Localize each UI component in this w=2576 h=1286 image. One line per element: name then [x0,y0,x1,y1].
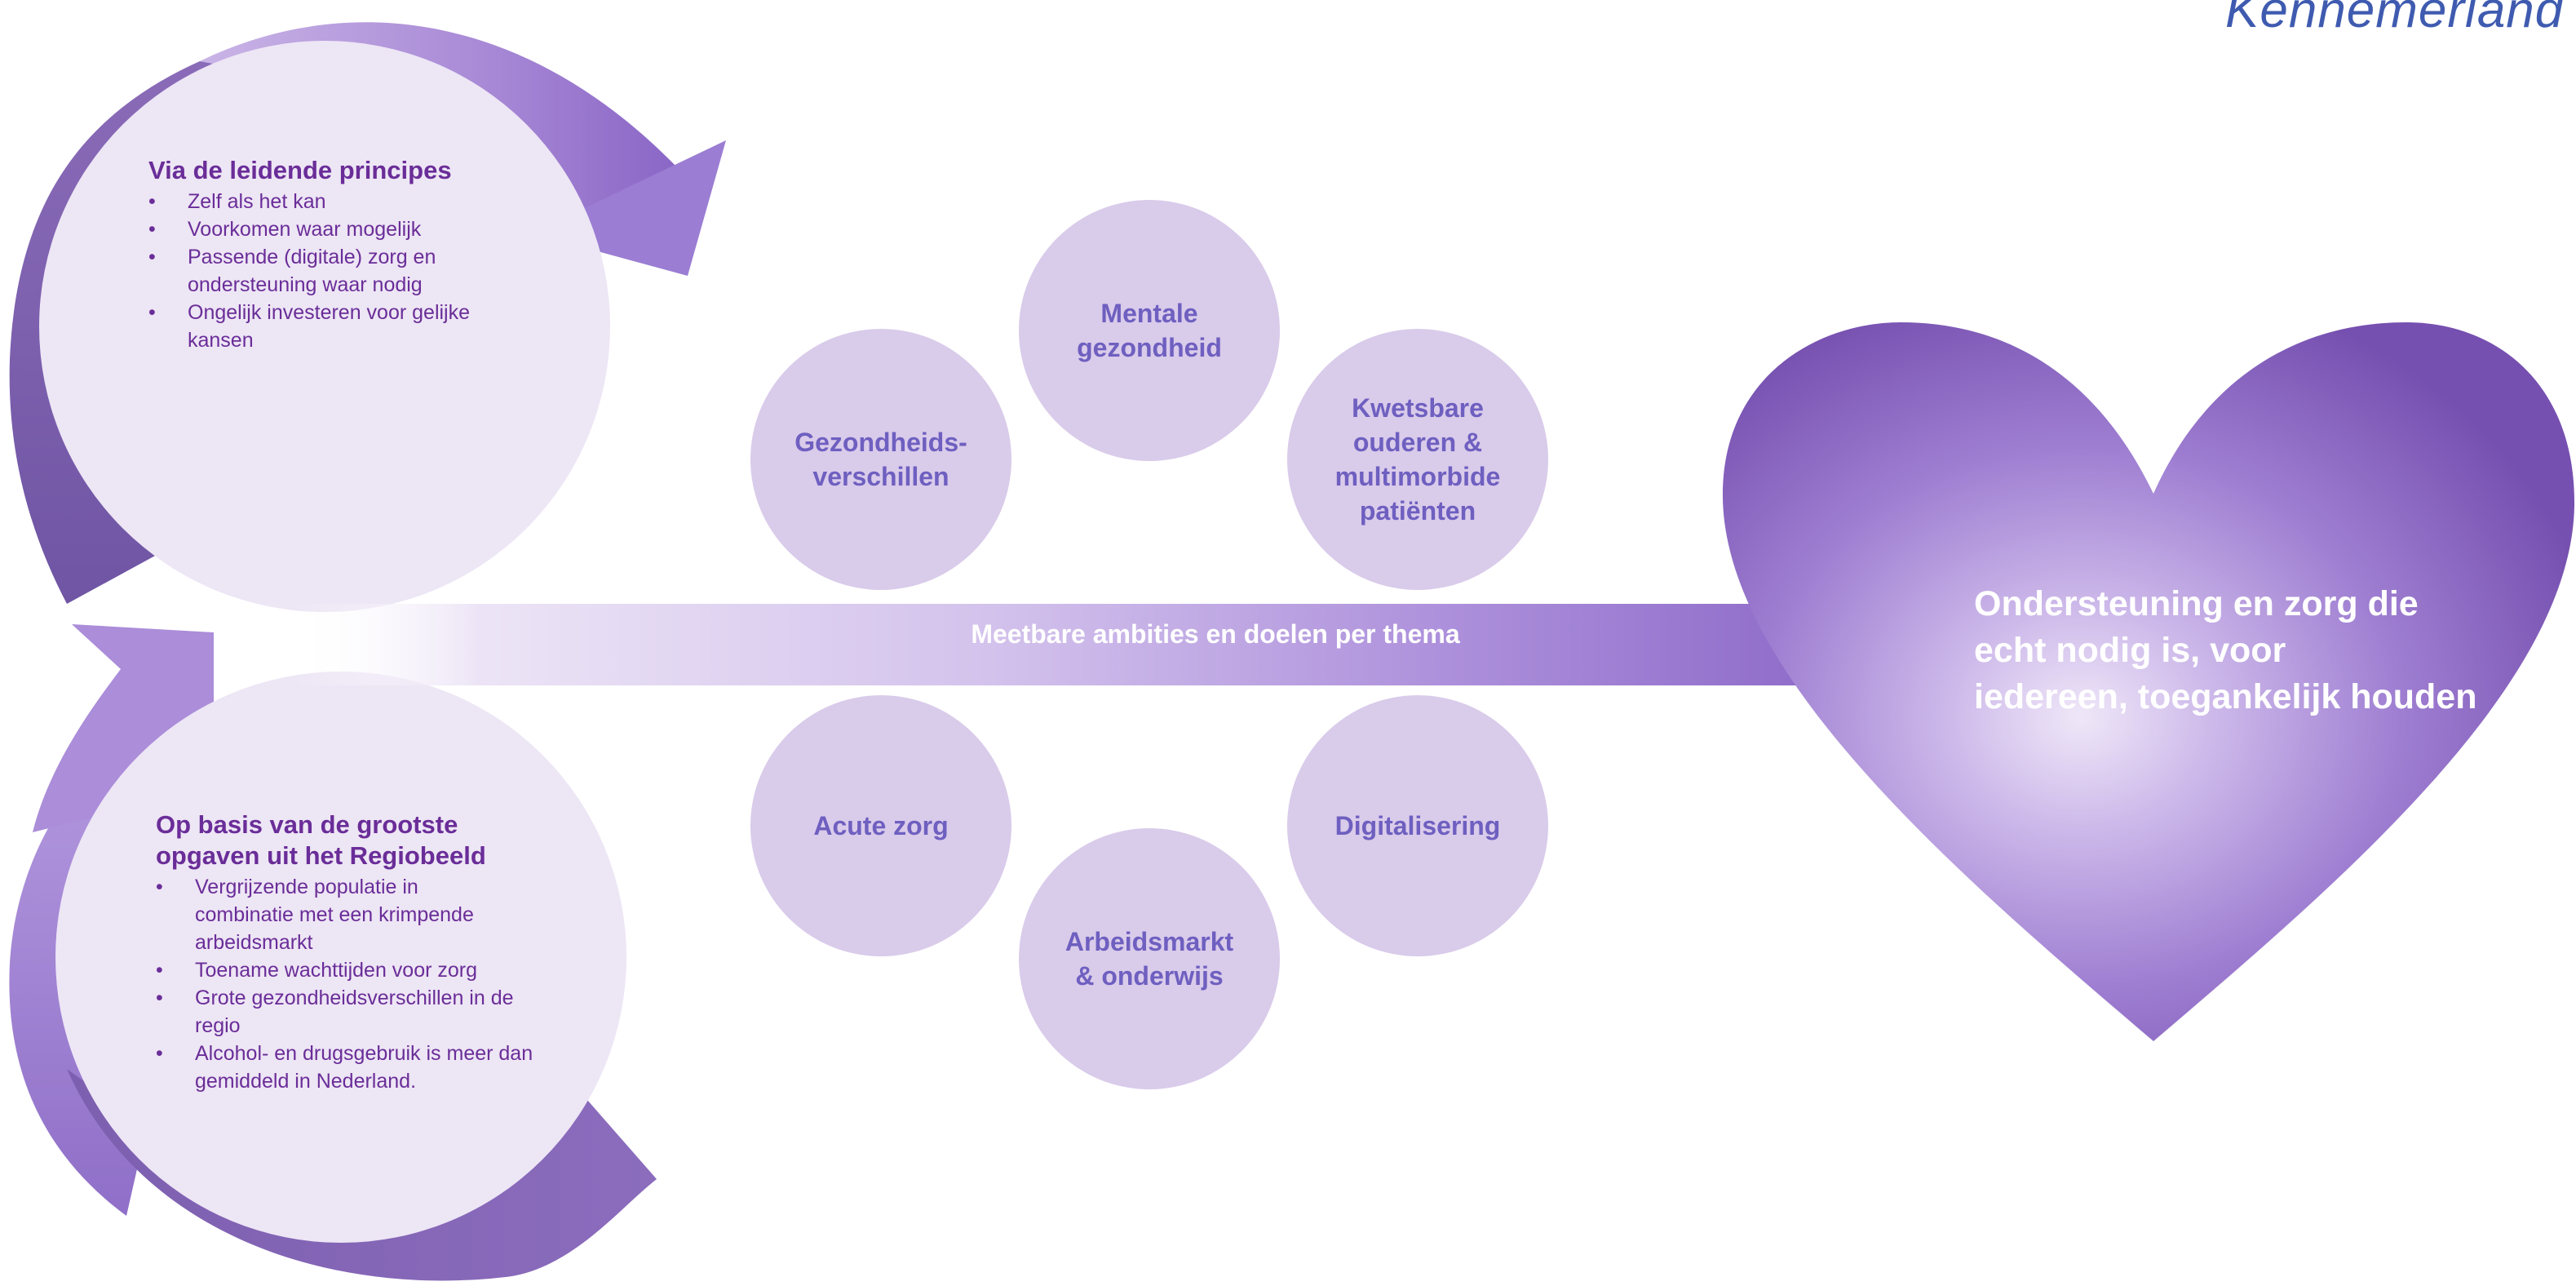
theme-circle-mentale [1019,200,1280,461]
theme-circle-arbeidsmarkt [1019,828,1280,1089]
goal-heart [1722,322,2575,1041]
theme-circles [750,200,1548,1089]
bottom-arrow-left-body [9,718,194,1216]
regiobeeld-box: Op basis van de grootste opgaven uit het… [156,809,533,1095]
arrow-shaft [294,604,1843,685]
principles-item: Voorkomen waar mogelijk [148,215,532,243]
goal-text: Ondersteuning en zorg die echt nodig is,… [1974,584,2477,716]
theme-label-gezondheidsverschillen: Gezondheids- verschillen [794,428,967,491]
bottom-cycle-arrow [9,624,657,1281]
theme-circle-gezondheidsverschillen [750,329,1011,590]
regiobeeld-item: Vergrijzende populatie in combinatie met… [156,873,497,956]
arrow-label: Meetbare ambities en doelen per thema [971,619,1460,649]
regiobeeld-item: Grote gezondheidsverschillen in de regio [156,984,554,1040]
principles-item: Passende (digitale) zorg en ondersteunin… [148,243,473,299]
principles-title: Via de leidende principes [148,156,452,184]
theme-label-kwetsbare: Kwetsbare ouderen & multimorbide patiënt… [1334,393,1501,525]
theme-circle-digitalisering [1287,695,1548,956]
bottom-arrow-head [33,624,214,832]
theme-circle-kwetsbare [1287,329,1548,590]
theme-label-acute: Acute zorg [813,811,949,840]
theme-circle-acute [750,695,1011,956]
regiobeeld-list: Vergrijzende populatie in combinatie met… [156,873,533,1095]
principles-item: Zelf als het kan [148,188,532,215]
theme-label-mentale: Mentale gezondheid [1077,299,1222,362]
top-arrow-left-body [9,61,245,604]
theme-label-digitalisering: Digitalisering [1334,811,1501,840]
regiobeeld-title: Op basis van de grootste opgaven uit het… [156,810,486,870]
principles-item: Ongelijk investeren voor gelijke kansen [148,299,530,354]
bottom-arrow-lower-body [67,1069,657,1281]
regiobeeld-item: Toename wachttijden voor zorg [156,956,531,984]
principles-list: Zelf als het kan Voorkomen waar mogelijk… [148,188,532,354]
principles-box: Via de leidende principes Zelf als het k… [148,155,532,354]
logo-text: Kennemerland [2225,0,2565,38]
theme-label-arbeidsmarkt: Arbeidsmarkt & onderwijs [1064,927,1234,991]
regiobeeld-item: Alcohol- en drugsgebruik is meer dan gem… [156,1040,554,1095]
